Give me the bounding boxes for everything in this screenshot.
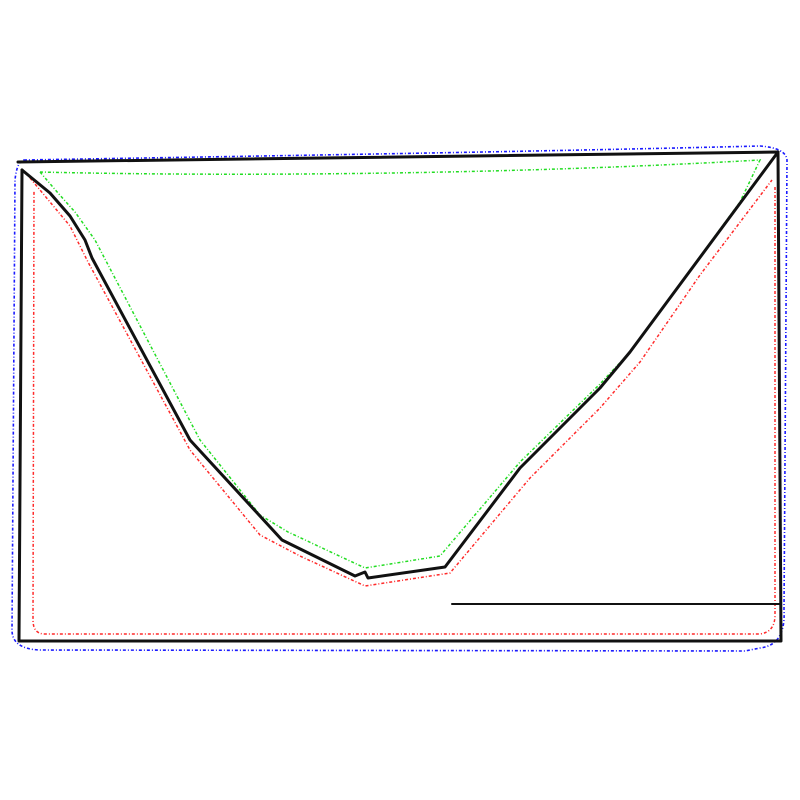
green-flap-trace <box>38 159 762 569</box>
inner-boundary-outline <box>32 187 776 635</box>
outer-boundary-outline <box>11 145 788 652</box>
envelope-outline <box>16 150 783 643</box>
envelope-flap <box>20 150 780 580</box>
inner-flap-trace <box>29 177 773 587</box>
